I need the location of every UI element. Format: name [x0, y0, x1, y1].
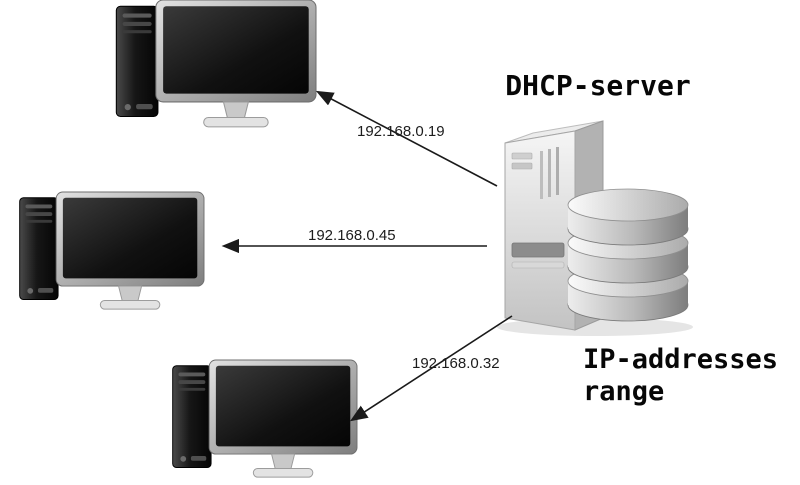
- dhcp-server-icon: [497, 120, 693, 336]
- dhcp-server-title: DHCP-server: [505, 69, 690, 102]
- database-icon: [567, 188, 689, 322]
- client-computer-top: [115, 0, 317, 128]
- ip-range-label-line1: IP-addresses: [583, 344, 778, 375]
- arrow-to-top-computer: [315, 90, 498, 187]
- client-computer-middle: [19, 191, 205, 310]
- connection-arrows: [221, 90, 513, 422]
- ip-label-bottom: 192.168.0.32: [412, 355, 500, 372]
- client-computer-bottom: [172, 359, 358, 478]
- ip-label-middle: 192.168.0.45: [308, 227, 396, 244]
- ip-label-top: 192.168.0.19: [357, 123, 445, 140]
- arrow-to-bottom-computer: [349, 315, 513, 422]
- ip-range-label-line2: range: [583, 376, 664, 407]
